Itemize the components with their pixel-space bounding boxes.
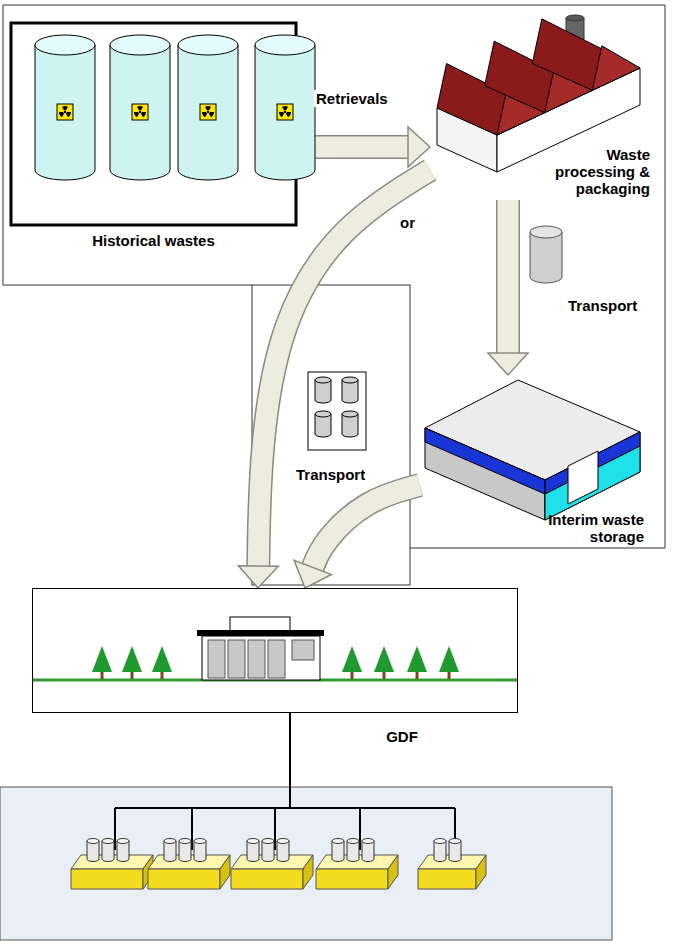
node-label: Waste processing & packaging — [530, 146, 650, 197]
storage-building: Interim waste storage — [420, 375, 650, 545]
note-label: or — [398, 214, 417, 231]
disposal-vaults — [71, 839, 486, 890]
vault — [71, 839, 153, 890]
drum-group — [308, 372, 366, 450]
tunnel-lines — [115, 712, 455, 850]
vault — [148, 839, 230, 890]
vault — [316, 839, 398, 890]
gdf-facility-box: GDF — [32, 588, 518, 713]
block-arrow — [297, 127, 430, 167]
node-label: GDF — [372, 728, 432, 745]
processing-plant: Waste processing & packaging — [430, 10, 655, 200]
vault — [231, 839, 313, 890]
node-illustration — [32, 588, 518, 713]
node-label: Historical wastes — [10, 232, 297, 249]
underground-panel — [0, 787, 612, 940]
transport-drum — [530, 226, 562, 283]
block-arrow — [294, 485, 420, 588]
edge-label: Transport — [566, 297, 639, 314]
node-label: Interim waste storage — [544, 511, 644, 545]
edge-label: Retrievals — [314, 90, 390, 107]
vault — [418, 839, 486, 890]
waste-store-box: Historical wastes — [10, 22, 297, 254]
block-arrow — [488, 200, 528, 375]
node-illustration — [10, 22, 297, 254]
region-outline — [3, 285, 252, 286]
region-outline — [3, 5, 665, 548]
edge-label: Transport — [294, 466, 367, 483]
block-arrow — [238, 170, 430, 588]
